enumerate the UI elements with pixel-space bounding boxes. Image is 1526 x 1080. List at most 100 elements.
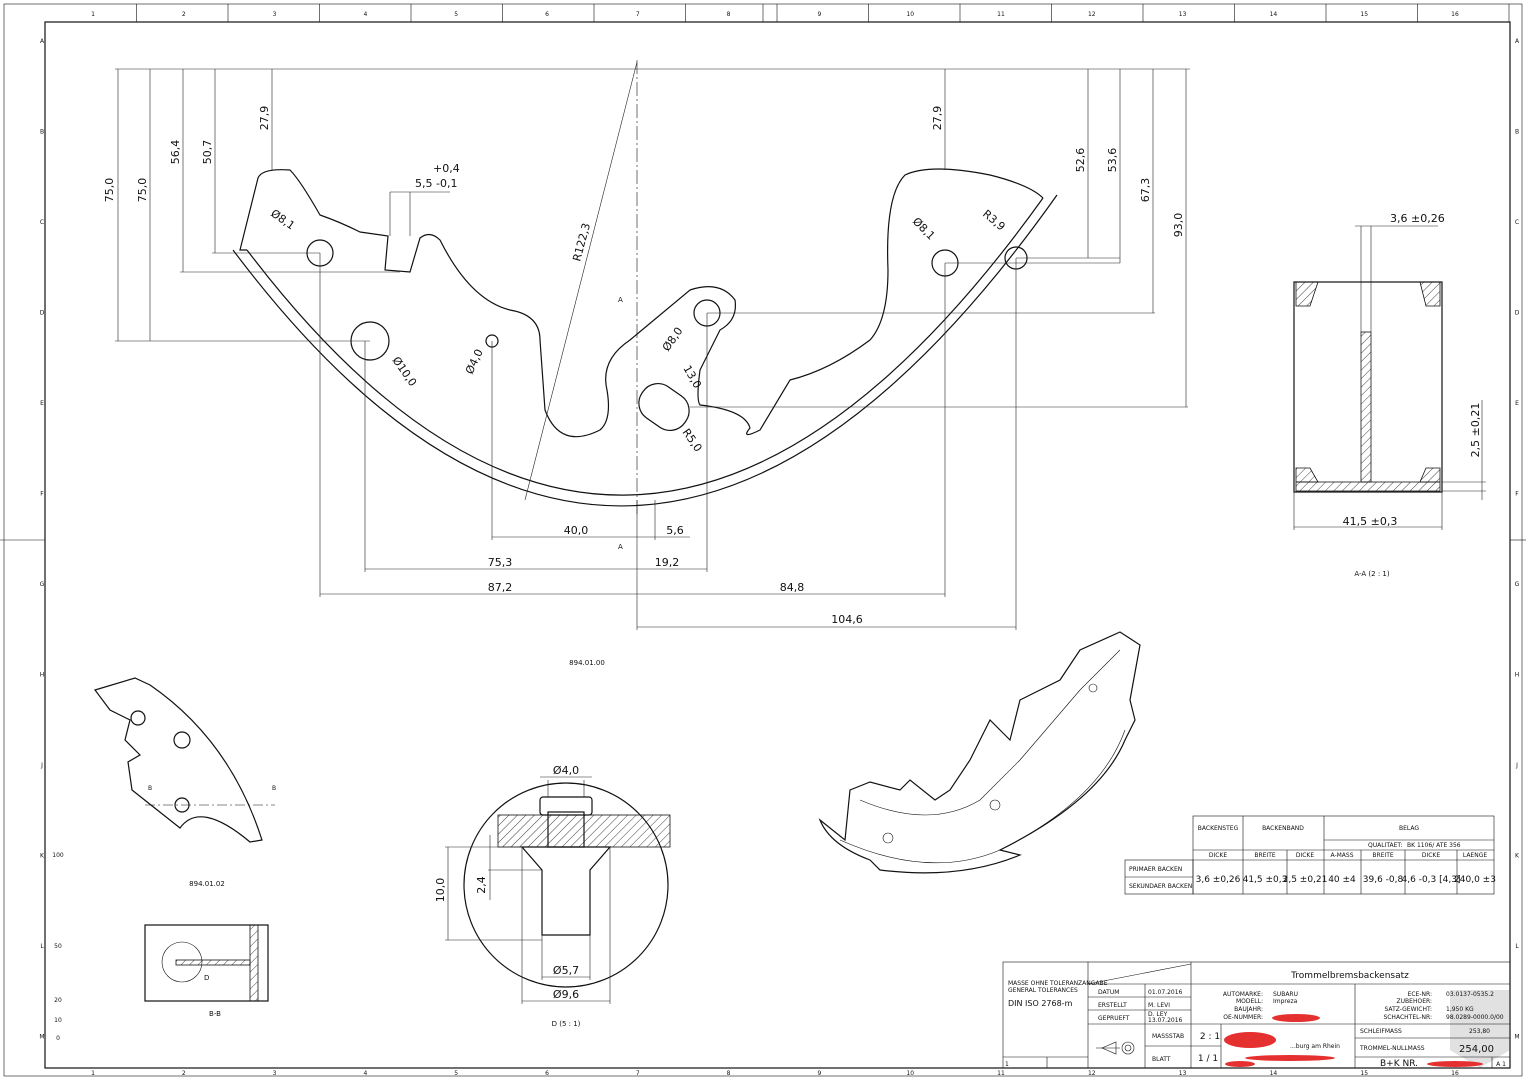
column-number: 12 (1088, 1070, 1096, 1077)
dim-13: 13,0 (680, 363, 704, 391)
cell-value: 240,0 ±3 (1454, 875, 1496, 885)
cell-value: 40 ±4 (1328, 875, 1356, 885)
row-letter: J (1515, 762, 1518, 769)
section-b-b-label: B-B (209, 1010, 221, 1018)
dim-104-6: 104,6 (831, 613, 863, 626)
erstellt-label: ERSTELLT (1098, 1002, 1127, 1009)
dim-tolerance-upper: +0,4 (433, 162, 460, 175)
col-header: LAENGE (1463, 852, 1488, 859)
ece-label: ECE-NR: (1408, 991, 1432, 998)
dim-50-7: 50,7 (201, 140, 214, 165)
row-letter: E (1515, 400, 1519, 407)
dim-87-2: 87,2 (488, 581, 513, 594)
dim-27-9-left: 27,9 (258, 106, 271, 131)
column-number: 7 (636, 11, 640, 18)
col-header: DICKE (1209, 852, 1228, 859)
dim-67-3: 67,3 (1139, 178, 1152, 203)
column-number: 5 (454, 11, 458, 18)
detail-d: Ø4,0 10,0 2,4 Ø5,7 Ø9,6 D (5 : 1) (434, 764, 671, 1028)
column-number: 16 (1451, 11, 1459, 18)
redaction-marks (1224, 1014, 1483, 1067)
col-header: BREITE (1372, 852, 1394, 859)
dim-84-8: 84,8 (780, 581, 805, 594)
row-primaer: PRIMAER BACKEN (1129, 866, 1182, 873)
column-number: 10 (906, 11, 914, 18)
baujahr-label: BAUJAHR: (1234, 1006, 1263, 1013)
column-number: 13 (1179, 1070, 1187, 1077)
erstellt-value: M. LEVI (1148, 1002, 1170, 1009)
row-letter: B (1515, 129, 1519, 136)
dim-band-width: 41,5 ±0,3 (1343, 515, 1398, 528)
massstab-value: 2 : 1 (1200, 1032, 1220, 1042)
quality-value: BK 1106/ ATE 356 (1407, 842, 1461, 849)
geprueft-date: 13.07.2016 (1148, 1017, 1183, 1024)
address-text: ...burg am Rhein (1290, 1043, 1340, 1050)
detail-d-label: D (5 : 1) (552, 1020, 581, 1028)
cell-value: 39,6 -0,8 (1363, 875, 1404, 885)
scale-mark: 50 (54, 943, 62, 950)
scale-mark: 20 (54, 997, 62, 1004)
column-number: 2 (182, 1070, 186, 1077)
dim-5-6: 5,6 (666, 524, 684, 537)
dim-75-inner: 75,0 (136, 178, 149, 203)
row-letter: D (1515, 310, 1520, 317)
column-number: 14 (1270, 11, 1278, 18)
projection-symbol-icon (1096, 1041, 1135, 1055)
column-number: 6 (545, 1070, 549, 1077)
column-number: 7 (636, 1070, 640, 1077)
drawing-frame: 1122334455667788991010111112121313141415… (0, 3, 1526, 1077)
row-letter: M (1514, 1034, 1519, 1041)
small-view: B B 894.01.02 (94, 677, 276, 888)
col-header: BREITE (1254, 852, 1276, 859)
column-number: 5 (454, 1070, 458, 1077)
row-letter: D (40, 310, 45, 317)
automarke-label: AUTOMARKE: (1223, 991, 1263, 998)
ece-value: 03.0137-0535.2 (1446, 991, 1494, 998)
blatt-label: BLATT (1152, 1056, 1171, 1063)
dim-detail-10: 10,0 (434, 878, 447, 903)
schleifmass-value: 253,80 (1469, 1028, 1490, 1035)
dim-detail-d5-7: Ø5,7 (553, 964, 579, 977)
drawing-title: Trommelbremsbackensatz (1290, 971, 1409, 981)
row-letter: L (40, 943, 44, 950)
row-letter: J (40, 762, 43, 769)
row-letter: L (1515, 943, 1519, 950)
dim-56-4: 56,4 (169, 140, 182, 165)
section-b-b: D B-B (144, 924, 269, 1018)
section-marker-bottom: A (618, 543, 623, 551)
row-letter: G (40, 581, 45, 588)
column-number: 4 (363, 1070, 367, 1077)
section-marker-b-left: B (148, 785, 152, 792)
group-backensteg: BACKENSTEG (1198, 825, 1239, 832)
column-number: 1 (91, 11, 95, 18)
column-number: 6 (545, 11, 549, 18)
dim-web-thickness: 3,6 ±0,26 (1390, 212, 1445, 225)
column-number: 15 (1360, 1070, 1368, 1077)
tolerance-subtitle: GENERAL TOLERANCES (1008, 987, 1078, 994)
dim-d8: Ø8,0 (660, 325, 686, 354)
column-number: 2 (182, 11, 186, 18)
cell-value: 4,6 -0,3 [4,3] (1402, 875, 1461, 885)
group-backenband: BACKENBAND (1262, 825, 1304, 832)
dim-detail-d9-6: Ø9,6 (553, 988, 579, 1001)
geprueft-value: D. LEY (1148, 1011, 1168, 1018)
col-header: A-MASS (1330, 852, 1353, 859)
gewicht-label: SATZ-GEWICHT: (1385, 1006, 1432, 1013)
spec-table: BACKENSTEG BACKENBAND BELAG QUALITAET: B… (1124, 815, 1496, 895)
tolerance-title: MASSE OHNE TOLERANZANGABE (1008, 980, 1108, 987)
oe-label: OE-NUMMER: (1223, 1014, 1263, 1021)
dim-d10: Ø10,0 (390, 354, 420, 389)
column-number: 3 (273, 11, 277, 18)
column-number: 8 (727, 1070, 731, 1077)
dim-band-thickness: 2,5 ±0,21 (1469, 403, 1482, 458)
modell-value: Impreza (1273, 998, 1298, 1005)
column-number: 11 (997, 11, 1005, 18)
nullmass-value: 254,00 (1459, 1044, 1494, 1055)
row-letter: A (1515, 38, 1520, 45)
row-letter: F (1515, 491, 1519, 498)
dim-52-6: 52,6 (1074, 148, 1087, 173)
dim-19-2: 19,2 (655, 556, 680, 569)
scale-mark: 100 (52, 852, 64, 859)
shoe-web-outline (239, 168, 1044, 438)
